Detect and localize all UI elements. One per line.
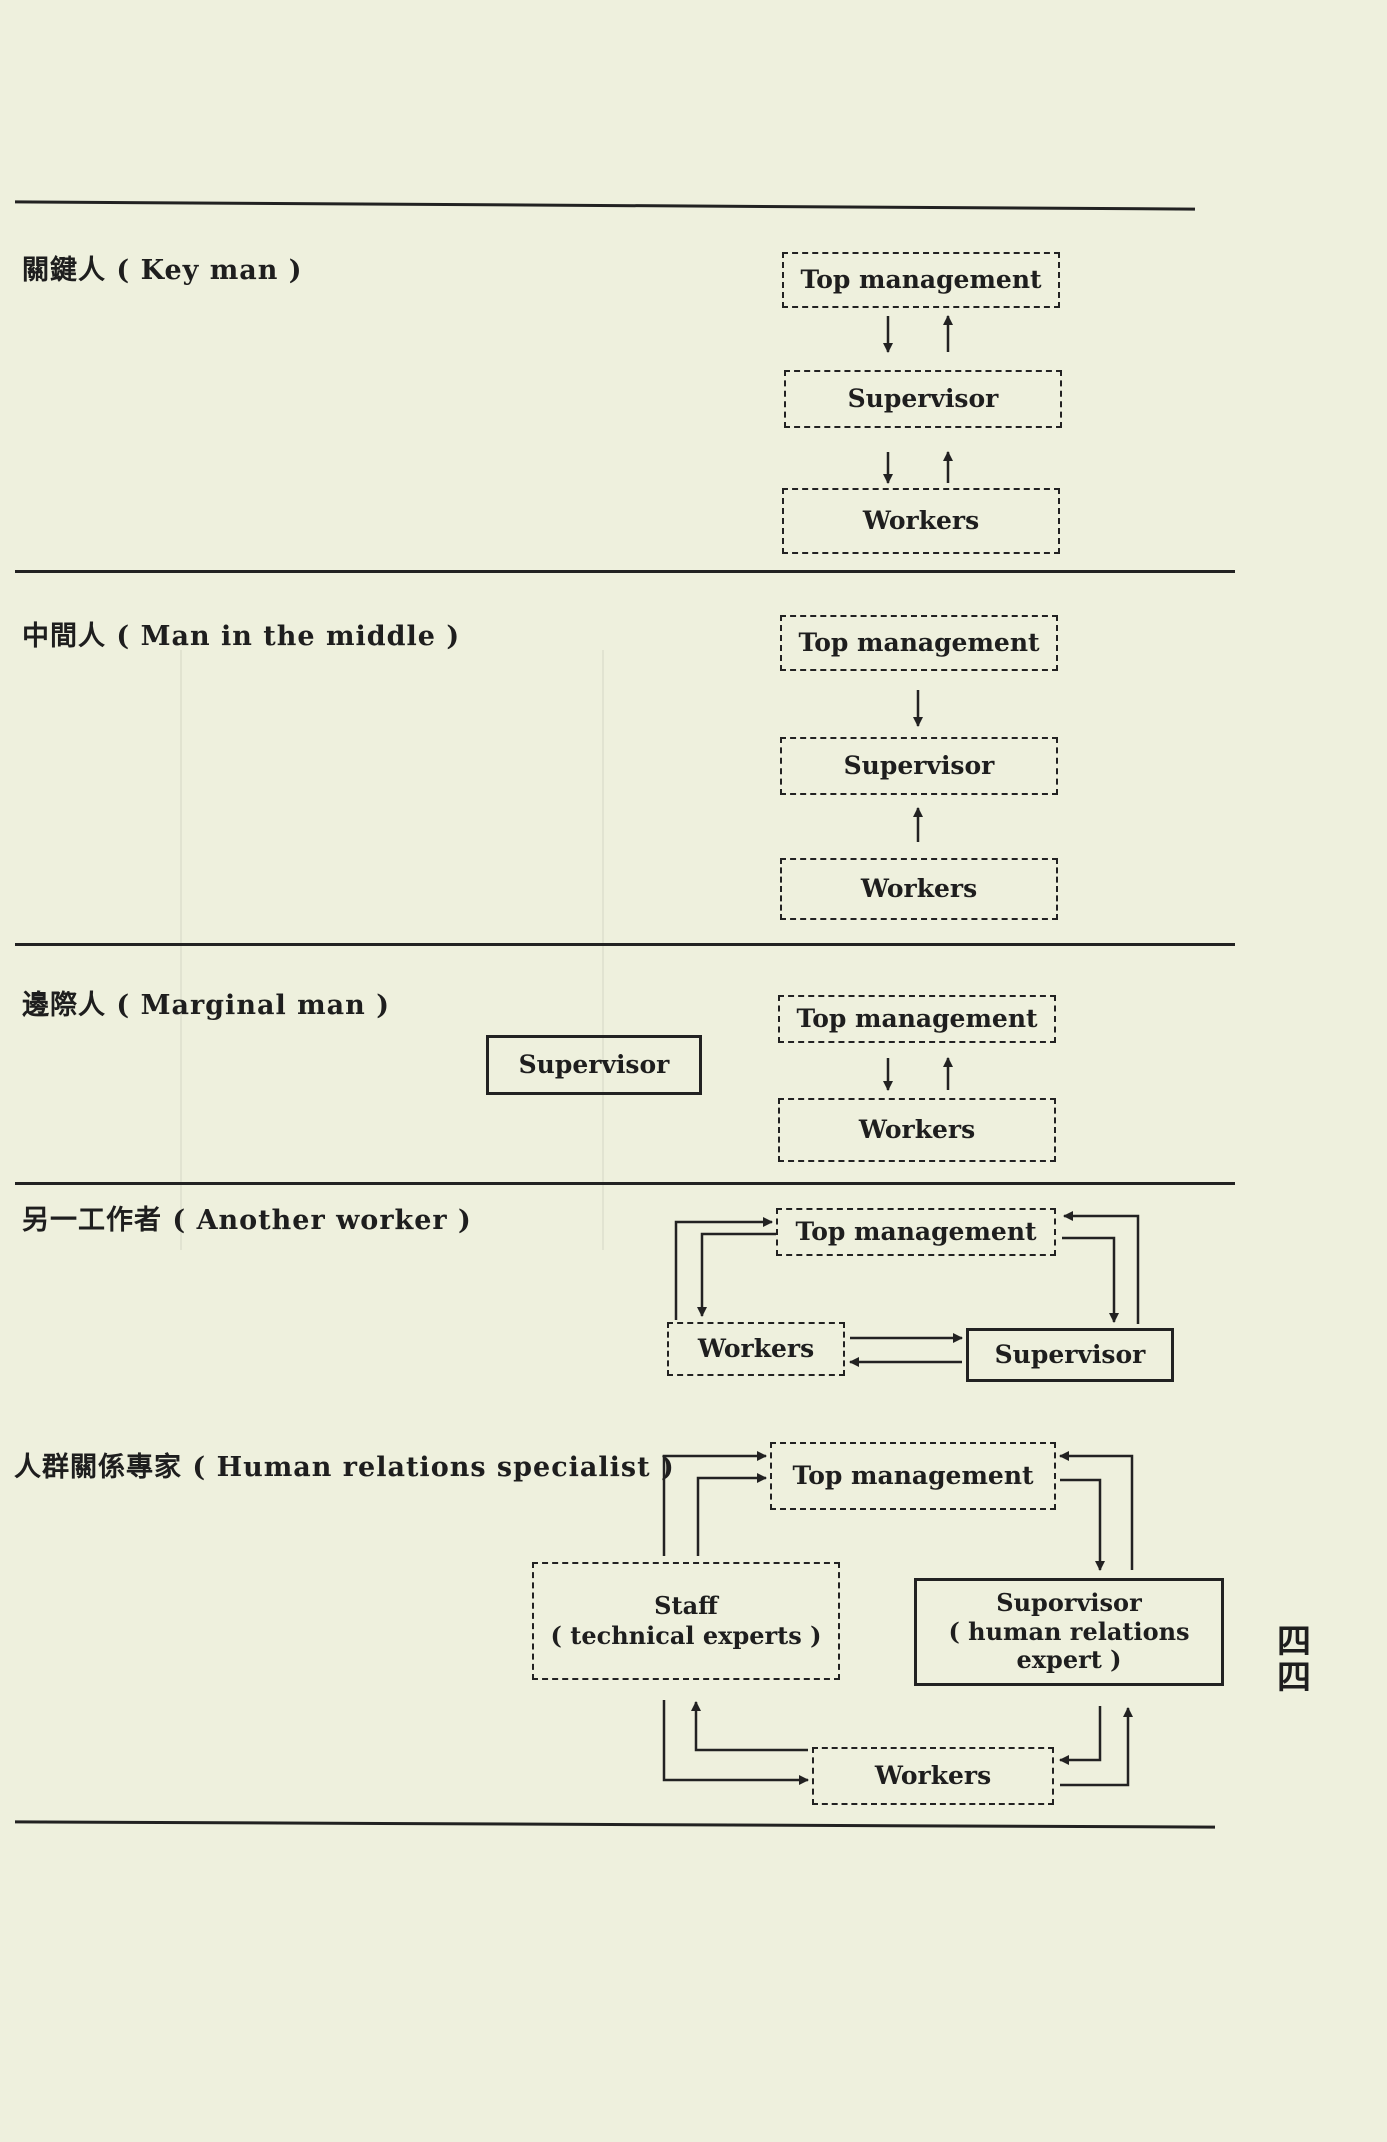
hr-arrow-supervisor-to-top — [1059, 1451, 1134, 1570]
marginal-supervisor-box: Supervisor — [486, 1035, 702, 1095]
middle-workers-box: Workers — [780, 858, 1058, 920]
key-man-top-management-box: Top management — [782, 252, 1060, 308]
another-arrow-workers-to-top-outer — [674, 1217, 773, 1320]
middle-top-management-box: Top management — [780, 615, 1058, 671]
marginal-top-management-box: Top management — [778, 995, 1056, 1043]
key-man-supervisor-box: Supervisor — [784, 370, 1062, 428]
hr-top-management-box: Top management — [770, 1442, 1056, 1510]
hr-arrow-staff-to-workers — [662, 1700, 809, 1785]
hr-arrow-staff-to-top-outer — [662, 1451, 767, 1556]
rule-3 — [15, 1182, 1235, 1185]
hr-workers-box: Workers — [812, 1747, 1054, 1805]
another-arrow-top-to-workers-inner — [697, 1232, 776, 1317]
rule-2 — [15, 943, 1235, 946]
row-label-man-in-the-middle: 中間人 ( Man in the middle ) — [22, 621, 461, 652]
row-label-human-relations-specialist: 人群關係專家 ( Human relations specialist ) — [14, 1452, 675, 1483]
another-arrow-top-to-supervisor — [1062, 1236, 1119, 1323]
hr-staff-box: Staff ( technical experts ) — [532, 1562, 840, 1680]
another-supervisor-box: Supervisor — [966, 1328, 1174, 1382]
page-number: 四四 — [1277, 1622, 1311, 1698]
hr-arrow-top-to-supervisor — [1060, 1478, 1105, 1571]
hr-arrow-staff-to-top-inner — [696, 1473, 767, 1556]
rule-1 — [15, 570, 1235, 573]
row-label-key-man: 關鍵人 ( Key man ) — [22, 255, 303, 286]
hr-arrow-supervisor-to-workers — [1059, 1706, 1102, 1765]
middle-supervisor-box: Supervisor — [780, 737, 1058, 795]
row-label-another-worker: 另一工作者 ( Another worker ) — [22, 1205, 472, 1236]
hr-arrow-workers-to-staff — [691, 1701, 808, 1752]
another-workers-box: Workers — [667, 1322, 845, 1376]
hr-supervisor-box: Suporvisor ( human relations expert ) — [914, 1578, 1224, 1686]
hr-arrow-workers-to-supervisor — [1060, 1707, 1133, 1787]
another-top-management-box: Top management — [776, 1208, 1056, 1256]
key-man-workers-box: Workers — [782, 488, 1060, 554]
row-label-marginal-man: 邊際人 ( Marginal man ) — [22, 990, 390, 1021]
another-arrow-supervisor-to-top — [1063, 1211, 1140, 1324]
marginal-workers-box: Workers — [778, 1098, 1056, 1162]
